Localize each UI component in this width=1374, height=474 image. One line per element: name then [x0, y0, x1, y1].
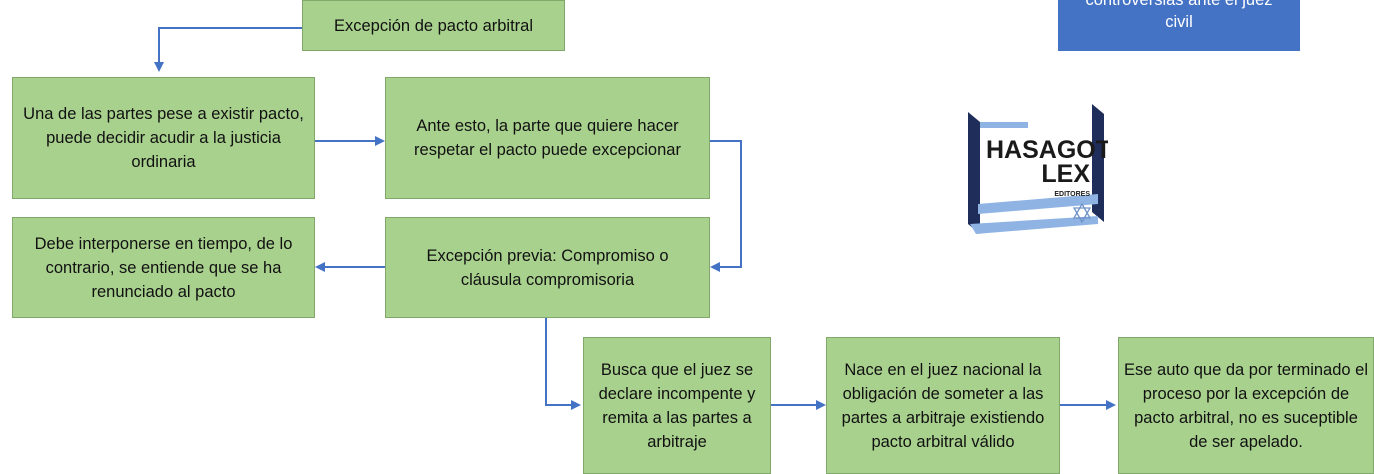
logo-right-bar [1092, 104, 1104, 222]
node-step6: Nace en el juez nacional la obligación d… [826, 337, 1060, 474]
node-step1-text: Una de las partes pese a existir pacto, … [23, 105, 304, 171]
node-step6-text: Nace en el juez nacional la obligación d… [841, 360, 1045, 451]
star-of-david-icon [1072, 202, 1092, 224]
node-blue-partial: controversias ante el juez civil [1058, 0, 1300, 51]
node-step4-text: Debe interponerse en tiempo, de lo contr… [34, 234, 293, 301]
logo-bottom-stripe-2 [970, 216, 1098, 234]
hasagot-lex-logo: HASAGOT LEX EDITORES [968, 104, 1108, 234]
node-step7: Ese auto que da por terminado el proceso… [1118, 337, 1374, 474]
node-blue-line1: controversias ante el juez [1085, 0, 1273, 9]
node-step4: Debe interponerse en tiempo, de lo contr… [12, 217, 315, 318]
node-title: Excepción de pacto arbitral [302, 0, 565, 51]
node-title-text: Excepción de pacto arbitral [333, 16, 534, 35]
node-step7-text: Ese auto que da por terminado el proceso… [1124, 360, 1368, 451]
node-blue-line2: civil [1165, 13, 1193, 31]
logo-text-editores: EDITORES [1054, 191, 1090, 198]
logo-left-bar [968, 112, 980, 234]
arrow-title-to-step1 [154, 27, 302, 72]
node-step3: Excepción previa: Compromiso o cláusula … [385, 217, 710, 318]
node-step2: Ante esto, la parte que quiere hacer res… [385, 77, 710, 199]
arrow-step3-to-step5 [545, 318, 581, 410]
logo-text-hasagot: HASAGOT [986, 136, 1108, 164]
node-step1: Una de las partes pese a existir pacto, … [12, 77, 315, 199]
node-step5: Busca que el juez se declare incompente … [583, 337, 771, 474]
logo-text-lex: LEX [1041, 160, 1090, 188]
node-step3-text: Excepción previa: Compromiso o cláusula … [426, 246, 669, 289]
node-step5-text: Busca que el juez se declare incompente … [598, 360, 756, 451]
logo-top-stripe [980, 122, 1028, 128]
arrow-step2-to-step3 [710, 140, 742, 272]
logo-bottom-stripe-1 [978, 194, 1098, 214]
node-step2-text: Ante esto, la parte que quiere hacer res… [414, 117, 681, 159]
